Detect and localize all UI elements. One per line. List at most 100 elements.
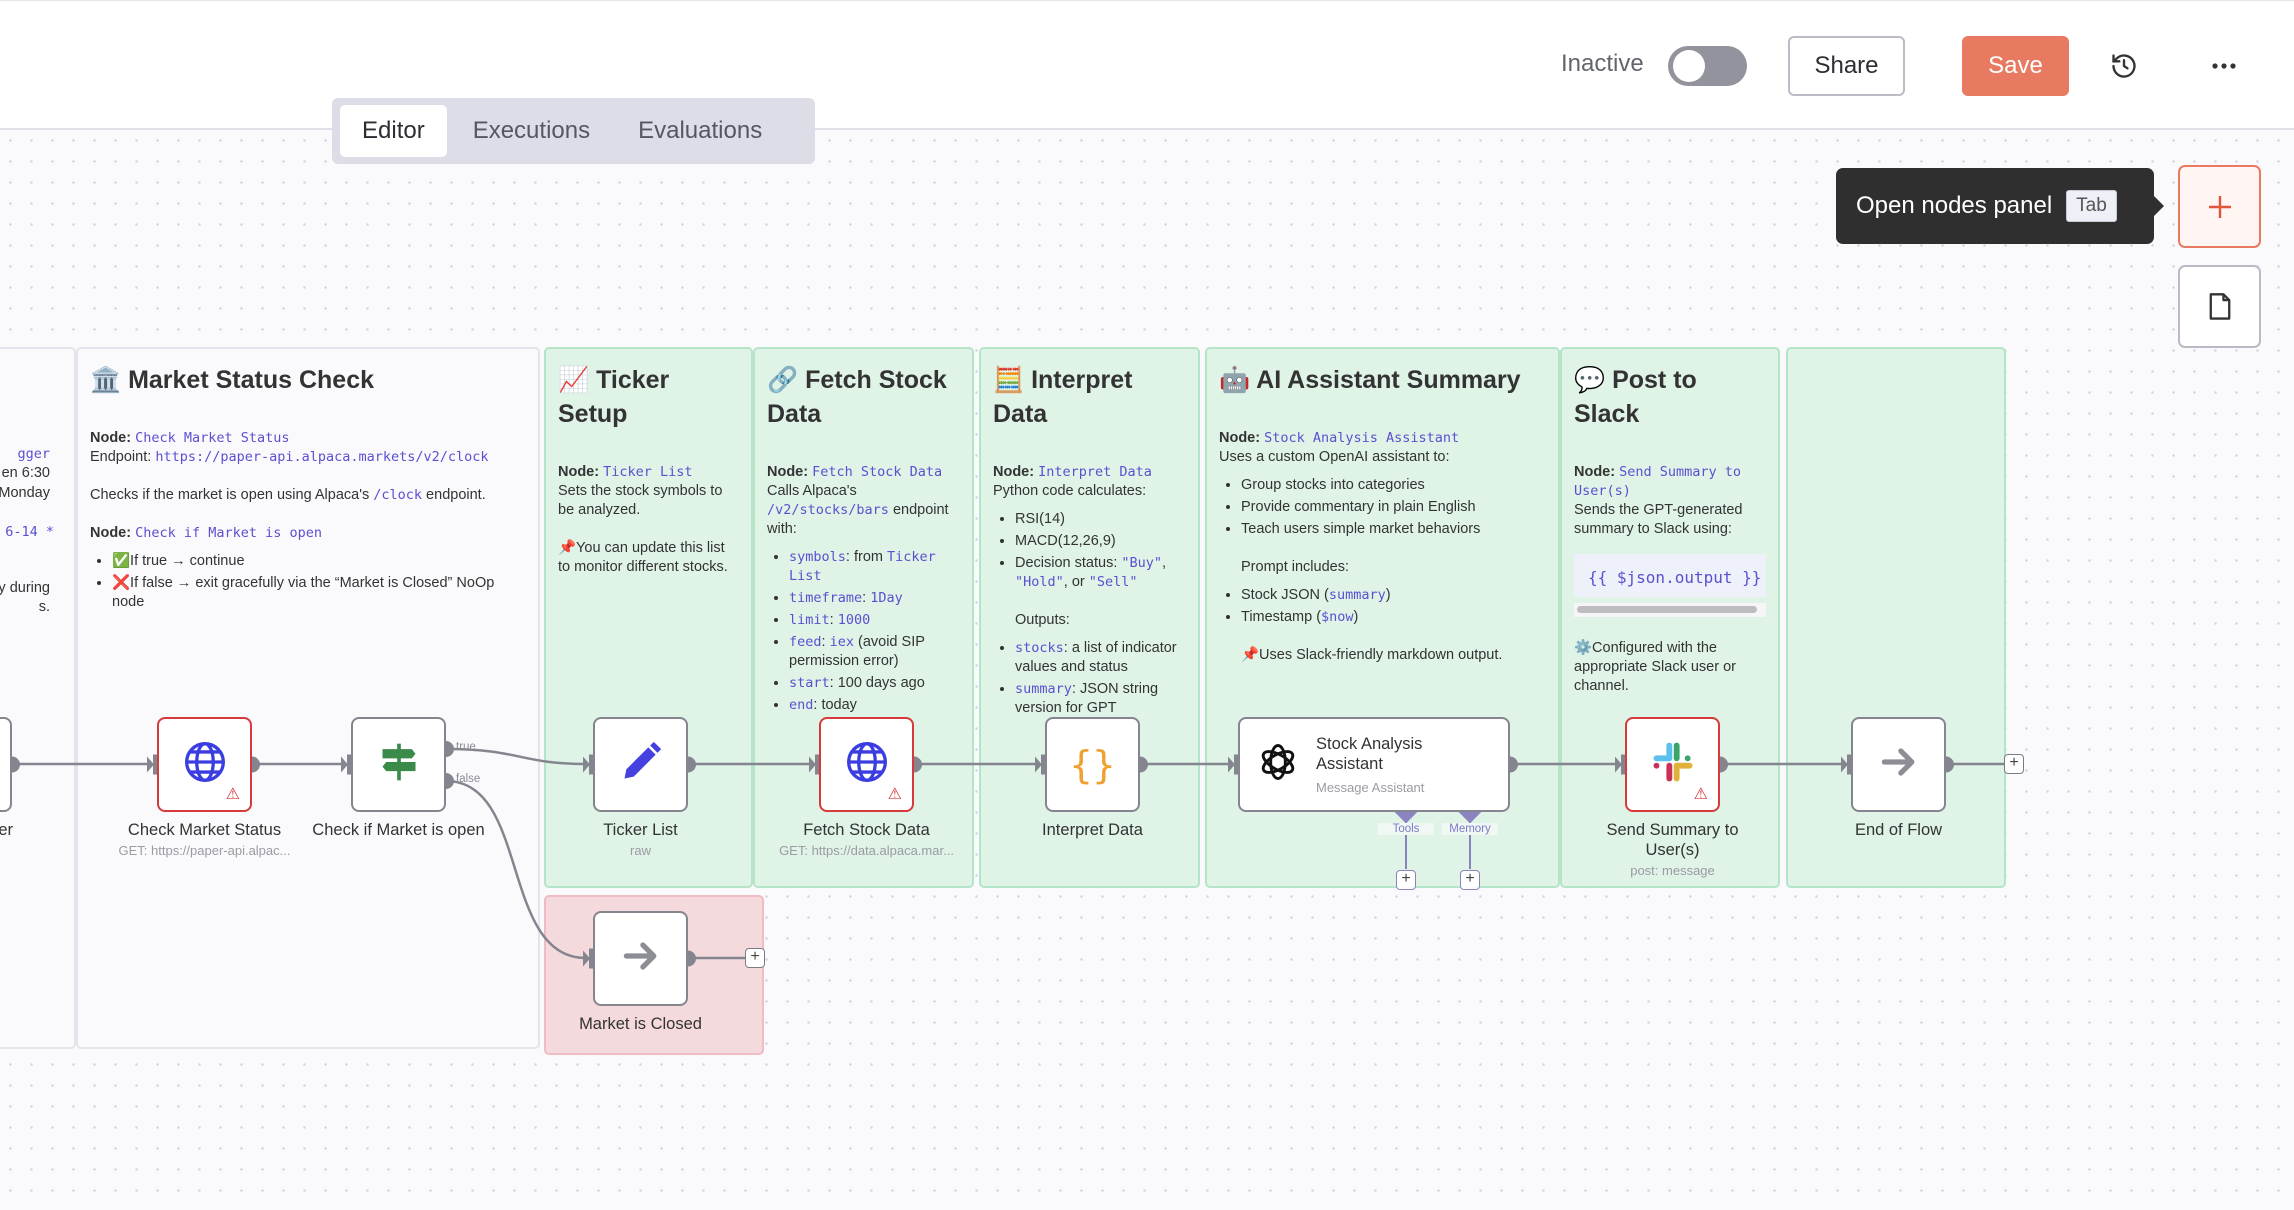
note-list-item: summary: JSON string version for GPT bbox=[1015, 680, 1186, 718]
tab-editor[interactable]: Editor bbox=[340, 105, 447, 157]
code-scrollbar[interactable] bbox=[1574, 603, 1766, 617]
note-text: ⚙️Configured with the appropriate Slack … bbox=[1574, 640, 1736, 694]
globe-icon bbox=[845, 740, 889, 789]
note-list: Group stocks into categoriesProvide comm… bbox=[1241, 476, 1546, 539]
note-list-item: symbols: from Ticker List bbox=[789, 548, 960, 586]
node-trigger[interactable] bbox=[0, 717, 12, 812]
inline-code: Send Summary to User(s) bbox=[1574, 464, 1742, 499]
note-paragraph: Prompt includes: bbox=[1241, 558, 1546, 577]
note-title: 🔗 Fetch Stock Data bbox=[767, 366, 947, 428]
inline-code: 1000 bbox=[837, 612, 871, 628]
inline-code: $now bbox=[1321, 609, 1354, 625]
note-text: : from bbox=[845, 549, 887, 565]
edge-false-to-market-closed bbox=[445, 779, 587, 960]
node-label: Check if Market is open bbox=[312, 821, 485, 839]
note-list-item: end: today bbox=[789, 696, 960, 715]
input-port[interactable] bbox=[1615, 754, 1626, 775]
openai-icon bbox=[1256, 740, 1300, 789]
inline-code: summary bbox=[1328, 587, 1386, 603]
note-text: Stock JSON ( bbox=[1241, 587, 1329, 603]
note-list-item: feed: iex (avoid SIP permission error) bbox=[789, 633, 960, 671]
input-port[interactable] bbox=[1841, 754, 1852, 775]
note-text: Python code calculates: bbox=[993, 483, 1147, 499]
tooltip-text: Open nodes panel bbox=[1856, 192, 2053, 219]
inline-code: Interpret Data bbox=[1038, 464, 1152, 480]
input-port[interactable] bbox=[341, 754, 352, 775]
input-port[interactable] bbox=[809, 754, 820, 775]
node-label: Ticker List bbox=[603, 821, 678, 839]
note-text: : a list of indicator values and status bbox=[1015, 640, 1177, 675]
note-list-item: ✅If true → continue bbox=[112, 552, 526, 571]
note-text: , or bbox=[1063, 574, 1089, 590]
memory-port-label: Memory bbox=[1442, 823, 1498, 835]
note-fragment: 6-14 * bbox=[5, 524, 54, 540]
tab-executions[interactable]: Executions bbox=[472, 117, 591, 144]
active-toggle[interactable] bbox=[1668, 46, 1747, 86]
node-interpret-data[interactable]: {} bbox=[1045, 717, 1140, 812]
note-fragment: gger bbox=[17, 446, 50, 462]
node-check-market-status[interactable]: ⚠ bbox=[157, 717, 252, 812]
note-text: (avoid SIP permission error) bbox=[789, 634, 925, 669]
node-fetch-stock-data[interactable]: ⚠ bbox=[819, 717, 914, 812]
note-bold-label: Node: bbox=[993, 464, 1039, 480]
note-fragment: , Monday bbox=[0, 485, 50, 501]
inline-code: "Sell" bbox=[1088, 574, 1138, 590]
save-button[interactable]: Save bbox=[1962, 36, 2069, 96]
globe-icon bbox=[183, 740, 227, 789]
node-check-if-market-open[interactable] bbox=[351, 717, 446, 812]
note-fragment: en 6:30 bbox=[1, 465, 50, 481]
note-text: ❌If false → exit gracefully via the “Mar… bbox=[112, 575, 495, 610]
input-port[interactable] bbox=[1035, 754, 1046, 775]
note-paragraph: 📌You can update this list to monitor dif… bbox=[558, 539, 739, 577]
input-port[interactable] bbox=[1228, 754, 1239, 775]
note-text: Teach users simple market behaviors bbox=[1241, 521, 1481, 537]
warning-icon: ⚠ bbox=[225, 786, 240, 803]
pencil-icon bbox=[619, 740, 663, 789]
share-button[interactable]: Share bbox=[1788, 36, 1905, 96]
code-braces-icon: {} bbox=[1069, 742, 1116, 787]
node-subtitle: Message Assistant bbox=[1316, 780, 1425, 795]
node-ticker-list[interactable] bbox=[593, 717, 688, 812]
more-options-button[interactable] bbox=[2206, 48, 2242, 84]
node-market-is-closed[interactable] bbox=[593, 911, 688, 1006]
slack-icon bbox=[1651, 740, 1695, 789]
input-port[interactable] bbox=[583, 948, 594, 969]
input-port[interactable] bbox=[583, 754, 594, 775]
note-text: : bbox=[821, 634, 830, 650]
tab-evaluations[interactable]: Evaluations bbox=[638, 117, 763, 144]
note-list-item: Provide commentary in plain English bbox=[1241, 498, 1546, 517]
node-send-summary[interactable]: ⚠ bbox=[1625, 717, 1720, 812]
plus-icon bbox=[2208, 195, 2231, 218]
add-sticky-note-button[interactable] bbox=[2178, 265, 2261, 348]
note-list-item: MACD(12,26,9) bbox=[1015, 532, 1186, 551]
history-button[interactable] bbox=[2106, 48, 2142, 84]
note-text: endpoint. bbox=[422, 487, 486, 503]
open-nodes-panel-tooltip: Open nodes panel Tab bbox=[1836, 168, 2164, 244]
add-memory-button[interactable]: + bbox=[1460, 870, 1480, 890]
signpost-icon bbox=[377, 740, 421, 789]
inline-code: Stock Analysis Assistant bbox=[1264, 430, 1460, 446]
note-list-item: start: 100 days ago bbox=[789, 674, 960, 693]
note-text: Outputs: bbox=[1015, 612, 1070, 628]
add-node-button[interactable]: + bbox=[745, 948, 765, 968]
input-port[interactable] bbox=[147, 754, 158, 775]
add-node-button[interactable]: + bbox=[2004, 754, 2024, 774]
warning-icon: ⚠ bbox=[887, 786, 902, 803]
inline-code: symbols bbox=[789, 549, 846, 565]
open-nodes-panel-button[interactable] bbox=[2178, 165, 2261, 248]
inline-code: iex bbox=[829, 634, 854, 650]
tools-port-label: Tools bbox=[1378, 823, 1434, 835]
node-end-of-flow[interactable] bbox=[1851, 717, 1946, 812]
add-tools-button[interactable]: + bbox=[1396, 870, 1416, 890]
note-text: Endpoint: bbox=[90, 449, 156, 465]
note-text: Checks if the market is open using Alpac… bbox=[90, 487, 374, 503]
inline-code: summary bbox=[1015, 681, 1072, 697]
node-subtitle: GET: https://data.alpaca.mar... bbox=[779, 843, 954, 858]
